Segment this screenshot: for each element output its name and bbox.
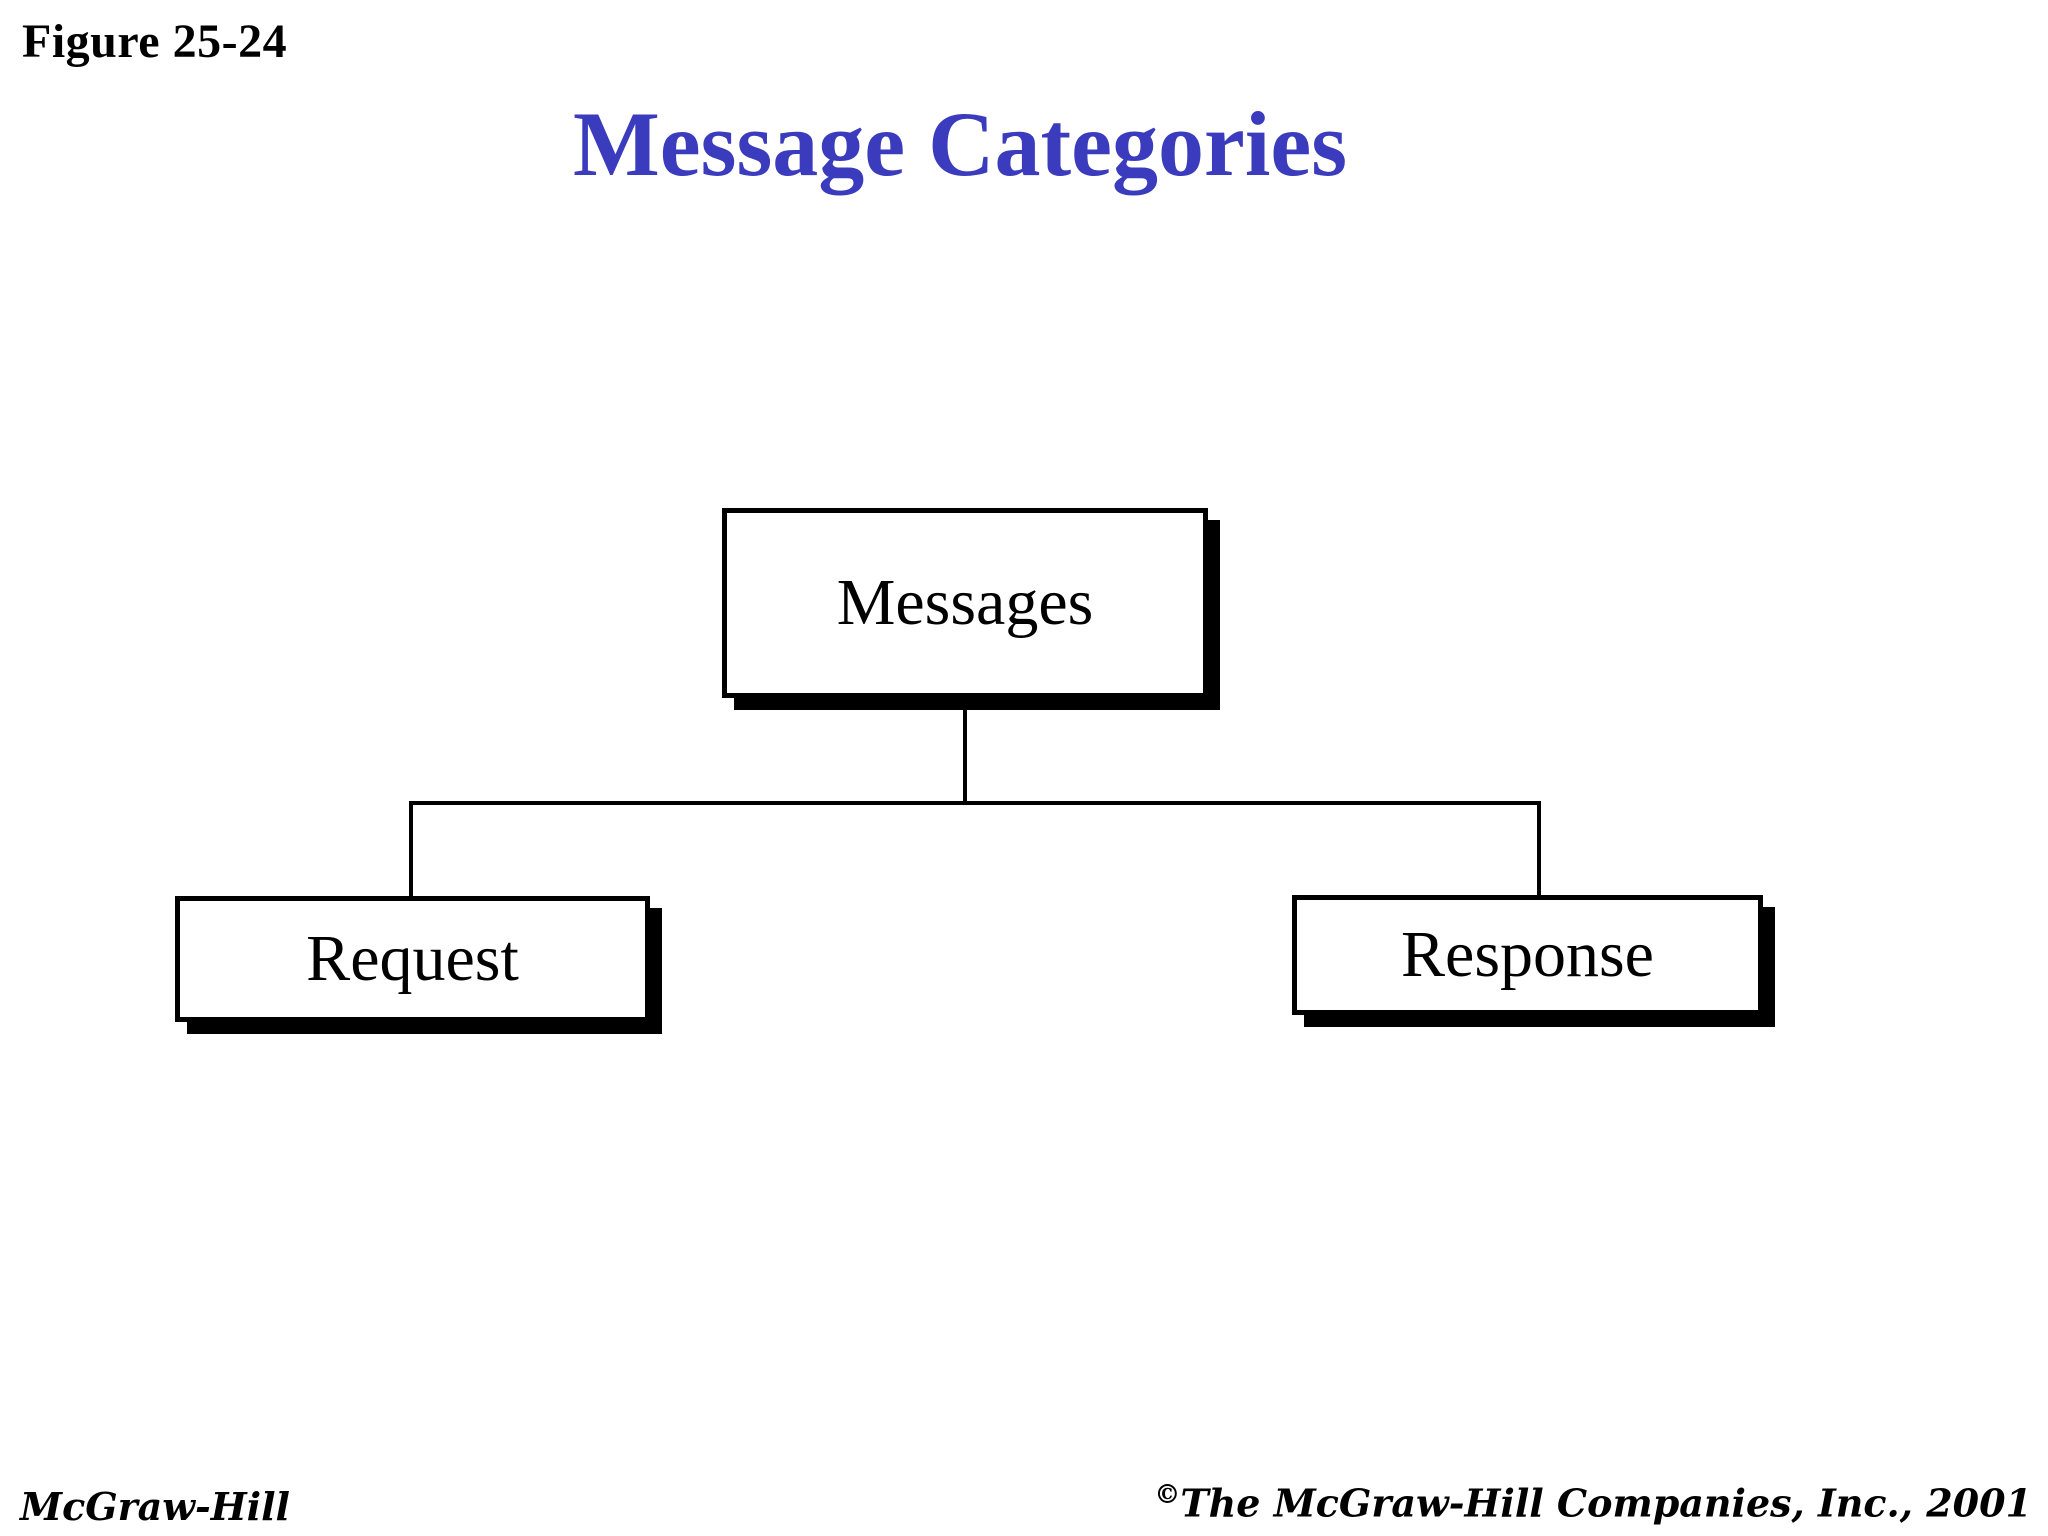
figure-label: Figure 25-24 xyxy=(22,15,288,68)
node-response-label: Response xyxy=(1401,918,1654,991)
footer-copyright-text: The McGraw-Hill Companies, Inc., 2001 xyxy=(1180,1480,2032,1526)
slide-title: Message Categories xyxy=(572,93,1348,195)
copyright-symbol: © xyxy=(1154,1480,1181,1510)
connector-root-vertical xyxy=(963,697,967,803)
node-response: Response xyxy=(1292,895,1763,1015)
node-messages-label: Messages xyxy=(836,566,1094,639)
node-messages: Messages xyxy=(722,508,1208,698)
footer-copyright: ©The McGraw-Hill Companies, Inc., 2001 xyxy=(1154,1480,2032,1526)
connector-horizontal xyxy=(409,801,1541,805)
node-request: Request xyxy=(175,896,650,1022)
node-request-label: Request xyxy=(306,922,519,995)
connector-left-vertical xyxy=(409,803,413,898)
connector-right-vertical xyxy=(1537,803,1541,897)
footer-publisher: McGraw-Hill xyxy=(20,1484,290,1529)
